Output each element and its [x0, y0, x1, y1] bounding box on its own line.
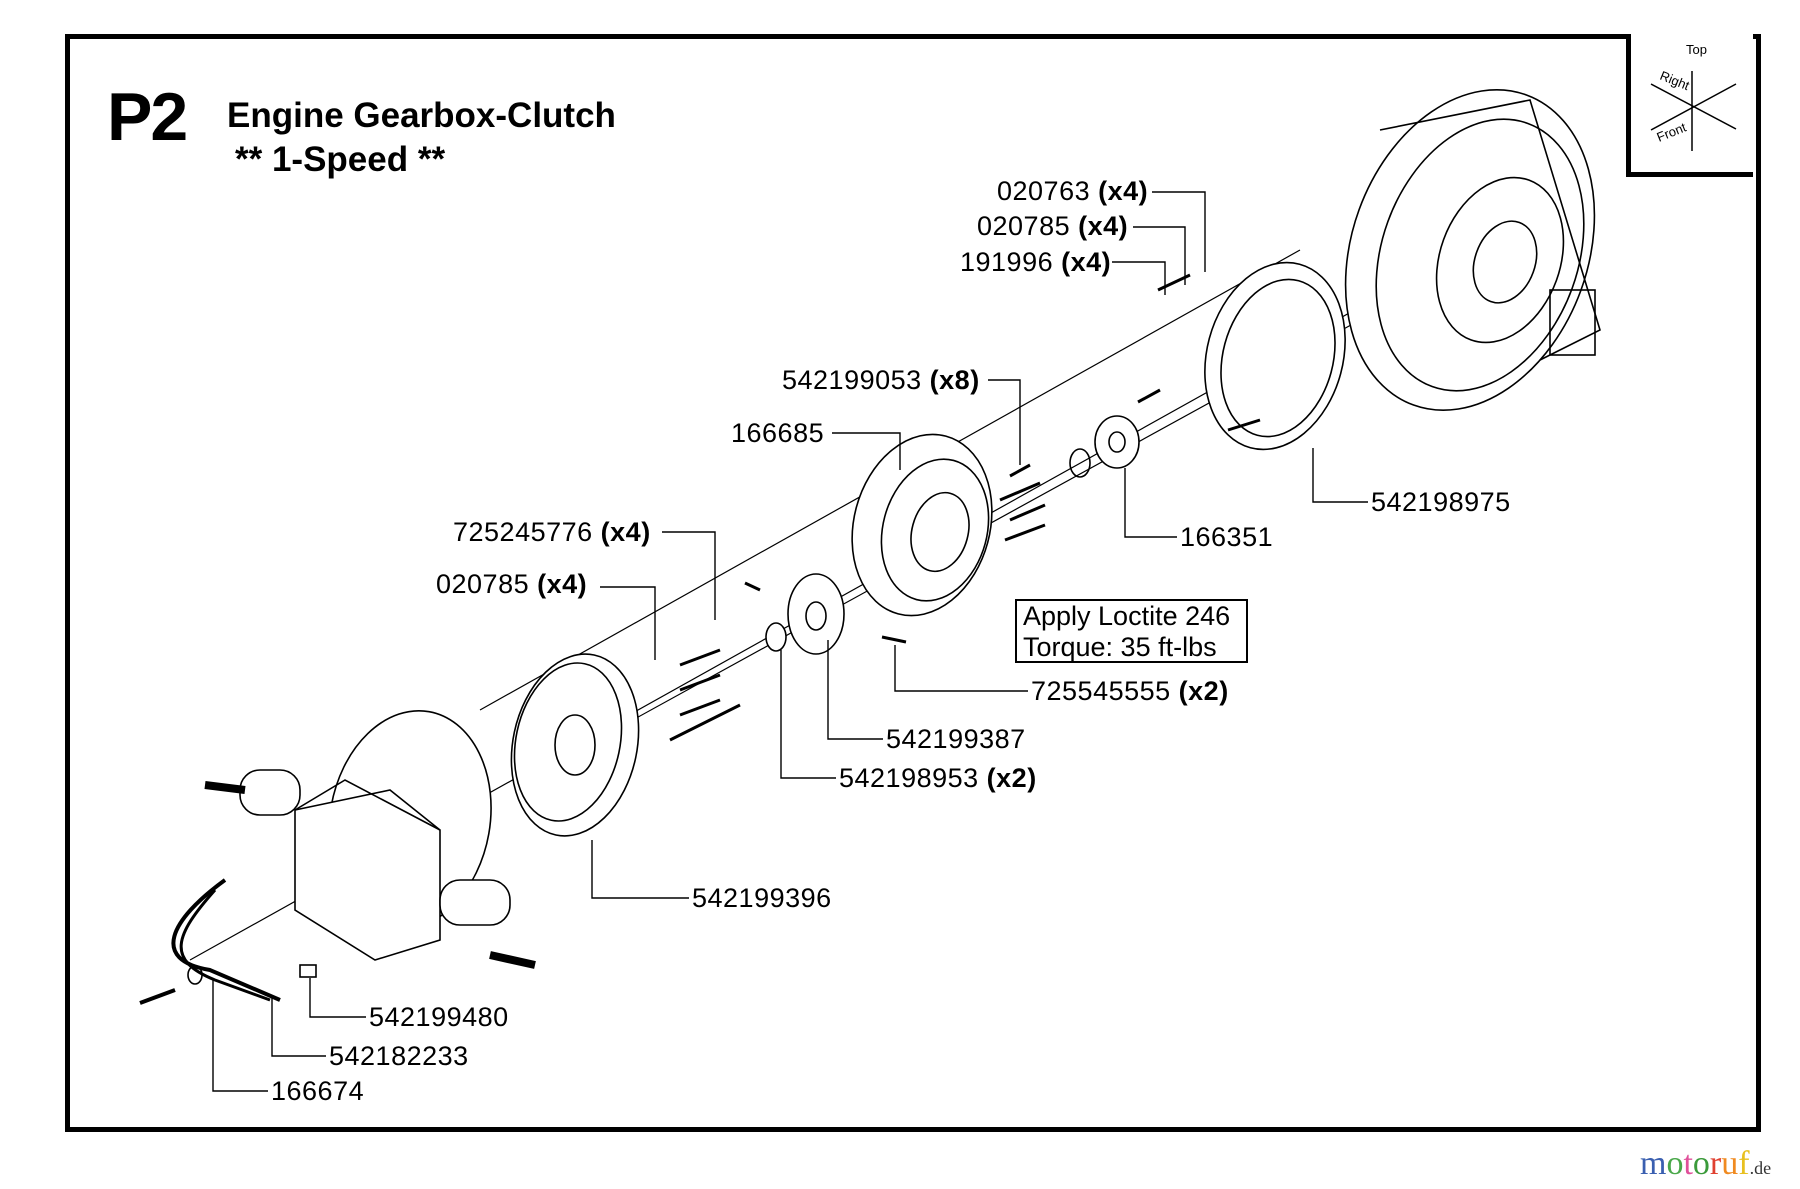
part-label[interactable]: 020785 (x4)	[436, 569, 588, 599]
watermark-logo: motoruf.de	[1640, 1145, 1771, 1183]
diagram-frame	[65, 34, 1761, 1132]
part-label[interactable]: 542199396	[692, 883, 832, 913]
part-label[interactable]: 542199480	[369, 1002, 509, 1032]
watermark-letter: o	[1692, 1145, 1710, 1182]
flange-542199396	[510, 653, 640, 837]
gearbox	[139, 709, 536, 1005]
watermark-letter: u	[1721, 1145, 1739, 1182]
part-label[interactable]: 725245776 (x4)	[453, 517, 651, 547]
part-label[interactable]: 191996 (x4)	[960, 247, 1112, 277]
watermark-letter: o	[1666, 1145, 1684, 1182]
page-title: Engine Gearbox-Clutch	[227, 96, 616, 135]
adapter-plate	[1204, 261, 1346, 451]
watermark-brand: motoruf	[1640, 1145, 1750, 1182]
watermark-letter: r	[1709, 1145, 1722, 1182]
part-label[interactable]: 020785 (x4)	[977, 211, 1129, 241]
part-label[interactable]: 542199053 (x8)	[782, 365, 980, 395]
watermark-letter: m	[1640, 1145, 1667, 1182]
orientation-right-label: Right	[1658, 68, 1692, 93]
orientation-indicator: Top Right Front	[1626, 34, 1753, 177]
note-line-2: Torque: 35 ft-lbs	[1023, 632, 1217, 662]
part-label[interactable]: 166351	[1180, 522, 1274, 552]
bell-housing	[1344, 88, 1601, 412]
part-label[interactable]: 725545555 (x2)	[1031, 676, 1229, 706]
washer-166351	[1069, 415, 1140, 478]
part-label[interactable]: 542182233	[329, 1041, 469, 1071]
orientation-top-label: Top	[1686, 42, 1707, 57]
pulley-166685	[851, 433, 993, 617]
bolts	[669, 273, 1261, 742]
orientation-front-label: Front	[1655, 119, 1689, 144]
page-subtitle: ** 1-Speed **	[235, 140, 446, 179]
part-label[interactable]: 542199387	[886, 724, 1026, 754]
part-label[interactable]: 542198975	[1371, 487, 1511, 517]
torque-note: Apply Loctite 246 Torque: 35 ft-lbs	[1015, 599, 1248, 663]
watermark-letter: f	[1738, 1145, 1750, 1182]
hub-542199387	[765, 573, 845, 655]
watermark-letter: t	[1683, 1145, 1693, 1182]
part-label[interactable]: 020763 (x4)	[997, 176, 1149, 206]
part-label[interactable]: 166685	[731, 418, 825, 448]
orientation-axes-icon: Top Right Front	[1650, 42, 1737, 151]
part-label[interactable]: 542198953 (x2)	[839, 763, 1037, 793]
note-line-1: Apply Loctite 246	[1023, 601, 1231, 631]
part-label[interactable]: 166674	[271, 1076, 365, 1106]
page-code: P2	[107, 79, 188, 155]
leader-lines	[212, 191, 1368, 1092]
watermark-tld: .de	[1749, 1158, 1772, 1178]
